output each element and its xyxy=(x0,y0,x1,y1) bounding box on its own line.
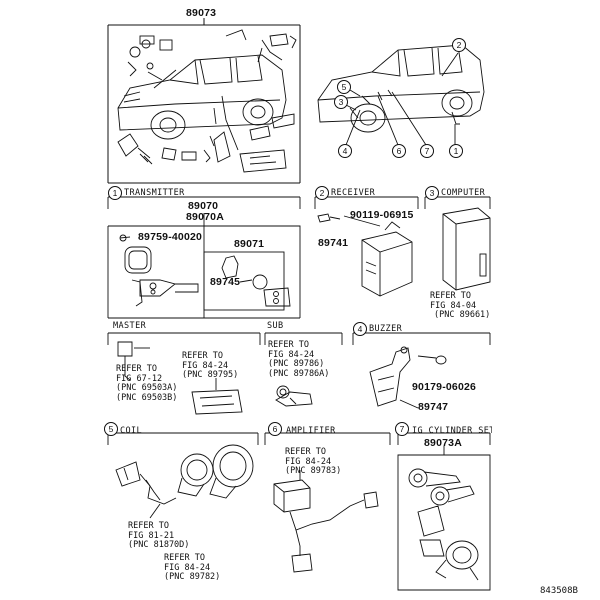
callout-1[interactable]: 1 xyxy=(449,144,463,158)
callout-3[interactable]: 3 xyxy=(334,95,348,109)
section-title-buzzer: BUZZER xyxy=(369,324,403,334)
section-title-amplifier: AMPLIFIER xyxy=(286,426,336,436)
section-title-master: MASTER xyxy=(113,321,147,331)
cylinder-part: 89073A xyxy=(424,437,462,449)
kit-part-number: 89073 xyxy=(186,7,217,19)
section-num-buzzer: 4 xyxy=(353,322,367,336)
section-title-sub: SUB xyxy=(267,321,284,331)
callout-5[interactable]: 5 xyxy=(337,80,351,94)
transmitter-case-part: 89071 xyxy=(234,238,265,250)
amplifier-reference: REFER TO FIG 84-24 (PNC 89783) xyxy=(285,447,342,476)
receiver-screw-part: 90119-06915 xyxy=(350,209,414,221)
section-title-receiver: RECEIVER xyxy=(331,188,376,198)
section-title-computer: COMPUTER xyxy=(441,188,486,198)
receiver-part: 89741 xyxy=(318,237,349,249)
vehicle-illustration-right xyxy=(317,44,485,146)
section-num-computer: 3 xyxy=(425,186,439,200)
transmitter-part-b: 89070A xyxy=(186,211,224,223)
vehicle-illustration-left xyxy=(117,29,297,173)
coil-reference-2: REFER TO FIG 84-24 (PNC 89782) xyxy=(164,553,221,582)
master-key-art xyxy=(117,341,150,381)
section-title-coil: COIL xyxy=(120,426,143,436)
section-num-amplifier: 6 xyxy=(268,422,282,436)
sub-key-art xyxy=(275,385,313,407)
buzzer-art xyxy=(369,346,447,409)
section-num-transmitter: 1 xyxy=(108,186,122,200)
callout-2[interactable]: 2 xyxy=(452,38,466,52)
cylinder-art xyxy=(408,468,479,581)
transmitter-battery-part: 89759-40020 xyxy=(138,231,203,243)
transmitter-art xyxy=(119,234,291,311)
callout-6[interactable]: 6 xyxy=(392,144,406,158)
buzzer-nut-part: 90179-06026 xyxy=(412,381,477,393)
section-title-cylinder: IG CYLINDER SET xyxy=(412,426,492,436)
card-reference: REFER TO FIG 84-24 (PNC 89795) xyxy=(182,351,239,380)
coil-art xyxy=(115,444,254,519)
kit-frame xyxy=(107,18,301,184)
receiver-art xyxy=(317,213,413,297)
card-art xyxy=(191,378,243,415)
section-frames xyxy=(107,196,491,591)
computer-art xyxy=(442,207,491,291)
section-num-coil: 5 xyxy=(104,422,118,436)
amplifier-art xyxy=(273,470,379,573)
master-reference: REFER TO FIG 67-12 (PNC 69503A) (PNC 695… xyxy=(116,364,178,403)
section-num-cylinder: 7 xyxy=(395,422,409,436)
transmitter-part-a: 89070 xyxy=(188,200,219,212)
section-num-receiver: 2 xyxy=(315,186,329,200)
transmitter-board-part: 89745 xyxy=(210,276,241,288)
coil-reference-1: REFER TO FIG 81-21 (PNC 81870D) xyxy=(128,521,190,550)
diagram-code: 843508B xyxy=(540,586,578,596)
buzzer-part: 89747 xyxy=(418,401,449,413)
sub-reference: REFER TO FIG 84-24 (PNC 89786) (PNC 8978… xyxy=(268,340,330,379)
computer-reference: REFER TO FIG 84-04 (PNC 89661) xyxy=(430,291,491,320)
callout-4[interactable]: 4 xyxy=(338,144,352,158)
section-title-transmitter: TRANSMITTER xyxy=(124,188,185,198)
callout-7[interactable]: 7 xyxy=(420,144,434,158)
